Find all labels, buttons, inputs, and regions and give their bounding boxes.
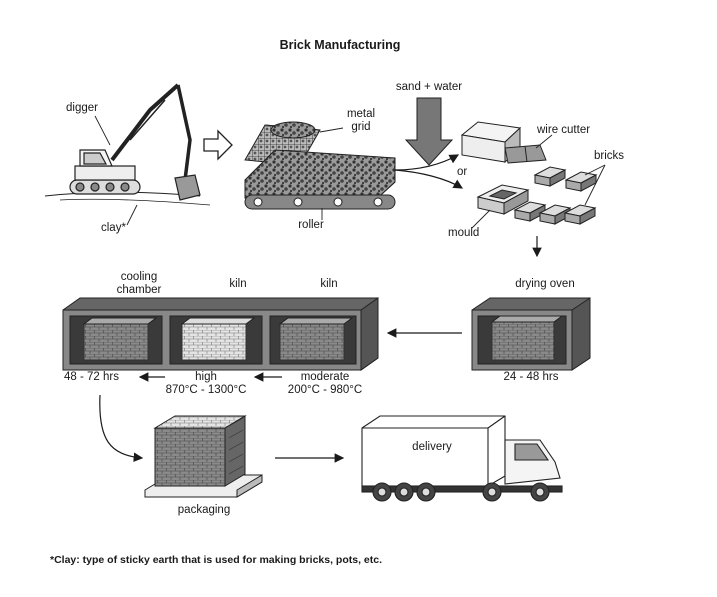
mould-illustration [476,184,530,215]
label-moderate: moderate [300,371,350,383]
label-high-temp: 870°C - 1300°C [165,384,247,396]
bricks-top [533,166,598,192]
label-kiln-high: kiln [229,278,247,290]
packaging-illustration [144,415,263,498]
metal-grid-roller [244,121,396,210]
footnote: *Clay: type of sticky earth that is used… [50,554,383,566]
label-high: high [195,371,217,383]
label-kiln-moderate: kiln [320,278,338,290]
diagram-title: Brick Manufacturing [279,38,401,52]
label-grid: grid [351,121,371,133]
label-delivery: delivery [412,441,452,453]
flow-arrow-outline [203,129,233,161]
split-arrow-up [394,154,460,171]
label-digger: digger [66,102,98,114]
label-moderate-temp: 200°C - 980°C [287,384,363,396]
label-wire-cutter: wire cutter [537,124,591,136]
label-cooling: cooling [120,271,158,283]
label-metal: metal [346,108,376,120]
wire-cutter-illustration [460,121,547,164]
arrow-to-packaging [99,394,144,462]
drying-oven-illustration [471,297,591,371]
leader-lines [94,115,606,229]
sand-water-arrow [404,97,454,166]
label-drying-time: 24 - 48 hrs [503,371,559,383]
bricks-bottom [513,201,597,225]
label-mould: mould [448,227,480,239]
label-clay: clay* [101,222,126,234]
label-chamber: chamber [116,284,162,296]
label-roller: roller [298,219,324,231]
split-arrow-down [394,169,464,189]
label-bricks: bricks [594,150,625,162]
label-packaging: packaging [177,504,231,516]
label-drying-oven: drying oven [515,278,575,290]
kiln-chamber-illustration [62,297,379,371]
delivery-truck-illustration [361,415,563,502]
label-cooling-time: 48 - 72 hrs [64,371,119,383]
label-or: or [457,166,468,178]
label-sand-water: sand + water [395,81,463,93]
digger-illustration [44,83,211,206]
